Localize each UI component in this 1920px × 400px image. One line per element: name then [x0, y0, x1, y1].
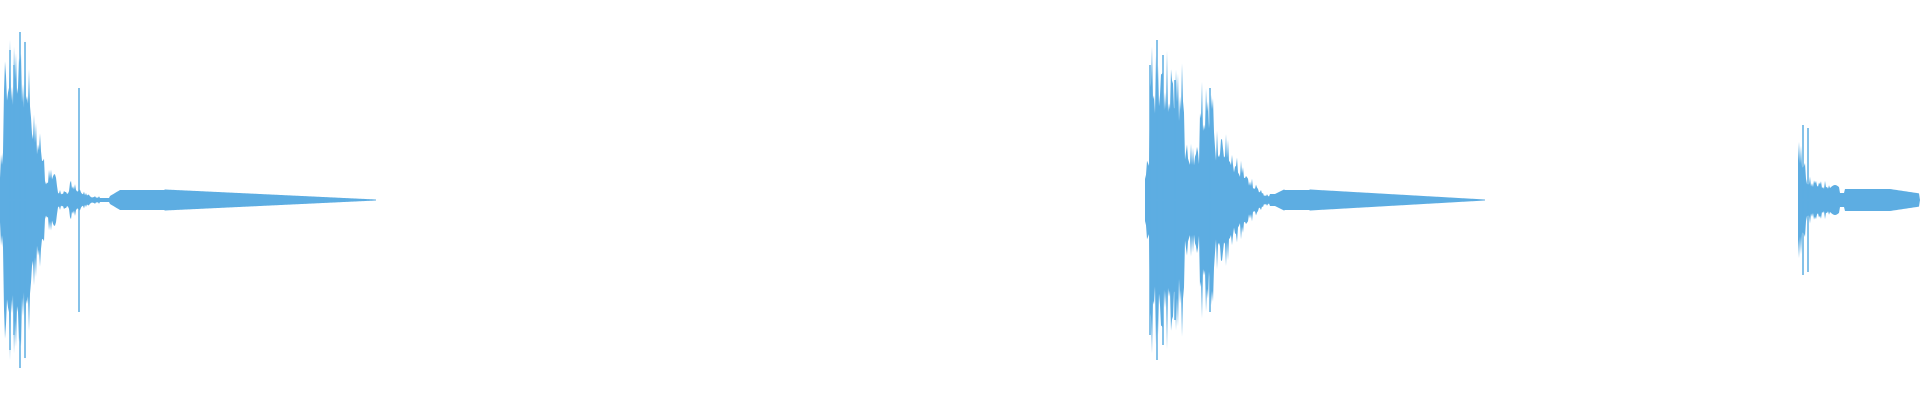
waveform-clip-1[interactable] [0, 32, 376, 368]
waveform-clip-3[interactable] [1798, 125, 1920, 275]
waveform-clips [0, 32, 1920, 368]
waveform-clip-2[interactable] [1145, 40, 1485, 360]
